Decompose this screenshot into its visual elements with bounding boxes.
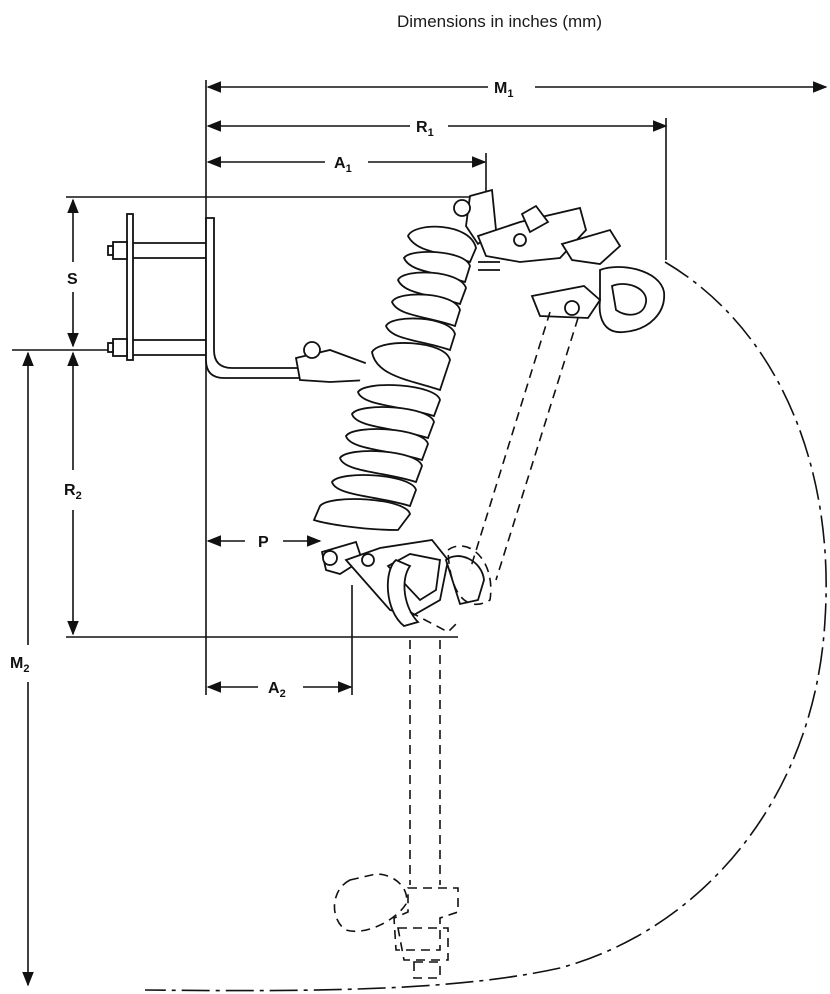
bracket-bolt-bottom — [112, 338, 128, 357]
diagram-caption: Dimensions in inches (mm) — [397, 12, 602, 31]
clamp-bolt — [303, 341, 321, 359]
dropped-pull-ring — [333, 873, 408, 933]
insulator-middle-band — [371, 342, 451, 392]
mounting-bracket — [107, 213, 369, 383]
upper-contact-finger — [520, 204, 550, 234]
porcelain-insulator — [312, 225, 477, 541]
dim-label-m1: M1 — [494, 80, 513, 100]
bracket-arm — [205, 217, 313, 379]
fuse-tube-closed-position — [447, 311, 579, 606]
insulator-base — [312, 498, 411, 531]
lower-hinge-hook — [386, 558, 420, 627]
dim-label-r2: R2 — [64, 482, 82, 502]
dim-label-s: S — [67, 271, 78, 288]
dimension-lines — [12, 80, 828, 987]
lower-terminal-nut — [322, 550, 338, 566]
dim-label-p: P — [258, 534, 269, 551]
fuse-tube-dropout-position — [333, 611, 459, 979]
dim-label-a1: A1 — [334, 155, 352, 175]
dimension-labels: M1 R1 A1 S R2 P A2 M2 — [10, 80, 513, 700]
upper-fuse-cap — [530, 285, 602, 319]
dim-label-a2: A2 — [268, 680, 286, 700]
trunnion — [444, 555, 485, 606]
dim-label-r1: R1 — [416, 119, 434, 139]
hook-guide — [560, 228, 622, 265]
upper-contact-assembly — [453, 188, 665, 333]
bracket-bolt-top — [112, 241, 128, 260]
lower-contact-assembly — [320, 539, 485, 627]
upper-terminal-nut — [453, 199, 471, 217]
bracket-back-plate — [126, 213, 134, 361]
dim-label-m2: M2 — [10, 655, 29, 675]
